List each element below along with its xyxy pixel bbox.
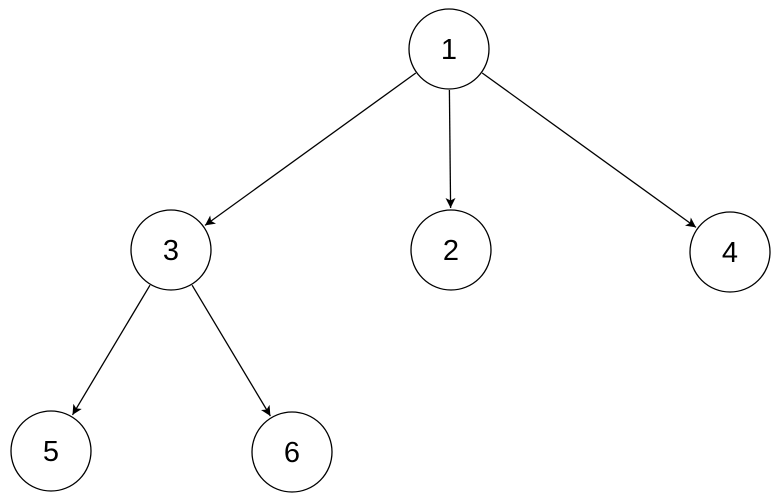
node-circle-4	[689, 211, 771, 293]
node-label-1: 1	[441, 34, 457, 66]
node-circle-2	[410, 209, 492, 291]
node-label-4: 4	[722, 237, 738, 269]
edge-1-4	[481, 72, 697, 228]
node-circle-5	[10, 410, 92, 492]
edge-1-3	[204, 72, 417, 226]
node-circle-3	[130, 209, 212, 291]
node-label-6: 6	[284, 437, 300, 469]
edge-1-2	[445, 89, 456, 209]
node-label-5: 5	[43, 436, 59, 468]
node-label-2: 2	[443, 235, 459, 267]
node-circle-6	[251, 411, 333, 493]
tree-node-6: 6	[251, 411, 333, 493]
tree-node-3: 3	[130, 209, 212, 291]
tree-node-2: 2	[410, 209, 492, 291]
node-label-3: 3	[163, 235, 179, 267]
edge-3-5	[71, 284, 151, 416]
node-circle-1	[408, 8, 490, 90]
tree-node-4: 4	[689, 211, 771, 293]
edge-3-6	[191, 284, 271, 417]
tree-node-1: 1	[408, 8, 490, 90]
tree-node-5: 5	[10, 410, 92, 492]
